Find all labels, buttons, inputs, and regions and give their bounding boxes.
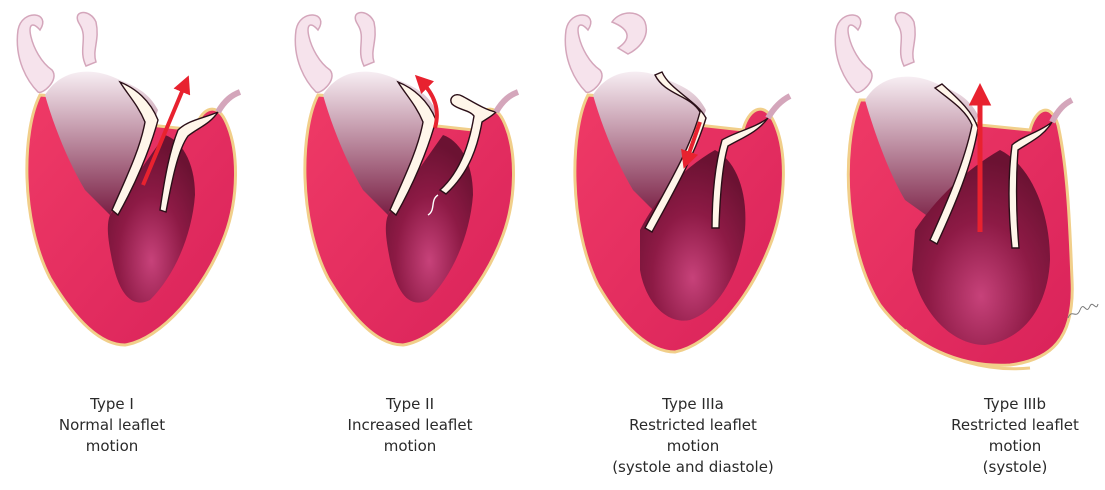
aortic-root [218, 92, 240, 112]
aortic-root [496, 92, 518, 112]
caption-line: (systole) [915, 457, 1105, 478]
vessel-2 [895, 13, 915, 66]
caption-title: Type I [22, 394, 202, 415]
caption-line: motion [573, 436, 813, 457]
caption-type-3b: Type IIIb Restricted leaflet motion (sys… [915, 394, 1105, 478]
vessel-1 [17, 15, 54, 92]
caption-title: Type IIIb [915, 394, 1105, 415]
caption-type-3a: Type IIIa Restricted leaflet motion (sys… [573, 394, 813, 478]
heart-type-3b [835, 13, 1098, 369]
caption-line: motion [915, 436, 1105, 457]
aortic-root [1052, 100, 1072, 122]
caption-type-2: Type II Increased leaflet motion [300, 394, 520, 457]
heart-type-2 [295, 13, 518, 345]
caption-line: Restricted leaflet [915, 415, 1105, 436]
aortic-root [768, 96, 790, 118]
heart-type-3a [565, 13, 790, 352]
vessel-1 [835, 15, 872, 92]
caption-title: Type II [300, 394, 520, 415]
caption-line: Normal leaflet [22, 415, 202, 436]
vessel-1 [295, 15, 332, 92]
heart-type-1 [17, 13, 240, 345]
caption-line: (systole and diastole) [573, 457, 813, 478]
vessel-2 [355, 13, 375, 66]
caption-type-1: Type I Normal leaflet motion [22, 394, 202, 457]
caption-line: motion [300, 436, 520, 457]
caption-line: Increased leaflet [300, 415, 520, 436]
caption-title: Type IIIa [573, 394, 813, 415]
vessel-1 [565, 15, 602, 92]
vessel-2 [77, 13, 97, 66]
vessel-2 [612, 13, 646, 54]
caption-line: Restricted leaflet [573, 415, 813, 436]
caption-line: motion [22, 436, 202, 457]
